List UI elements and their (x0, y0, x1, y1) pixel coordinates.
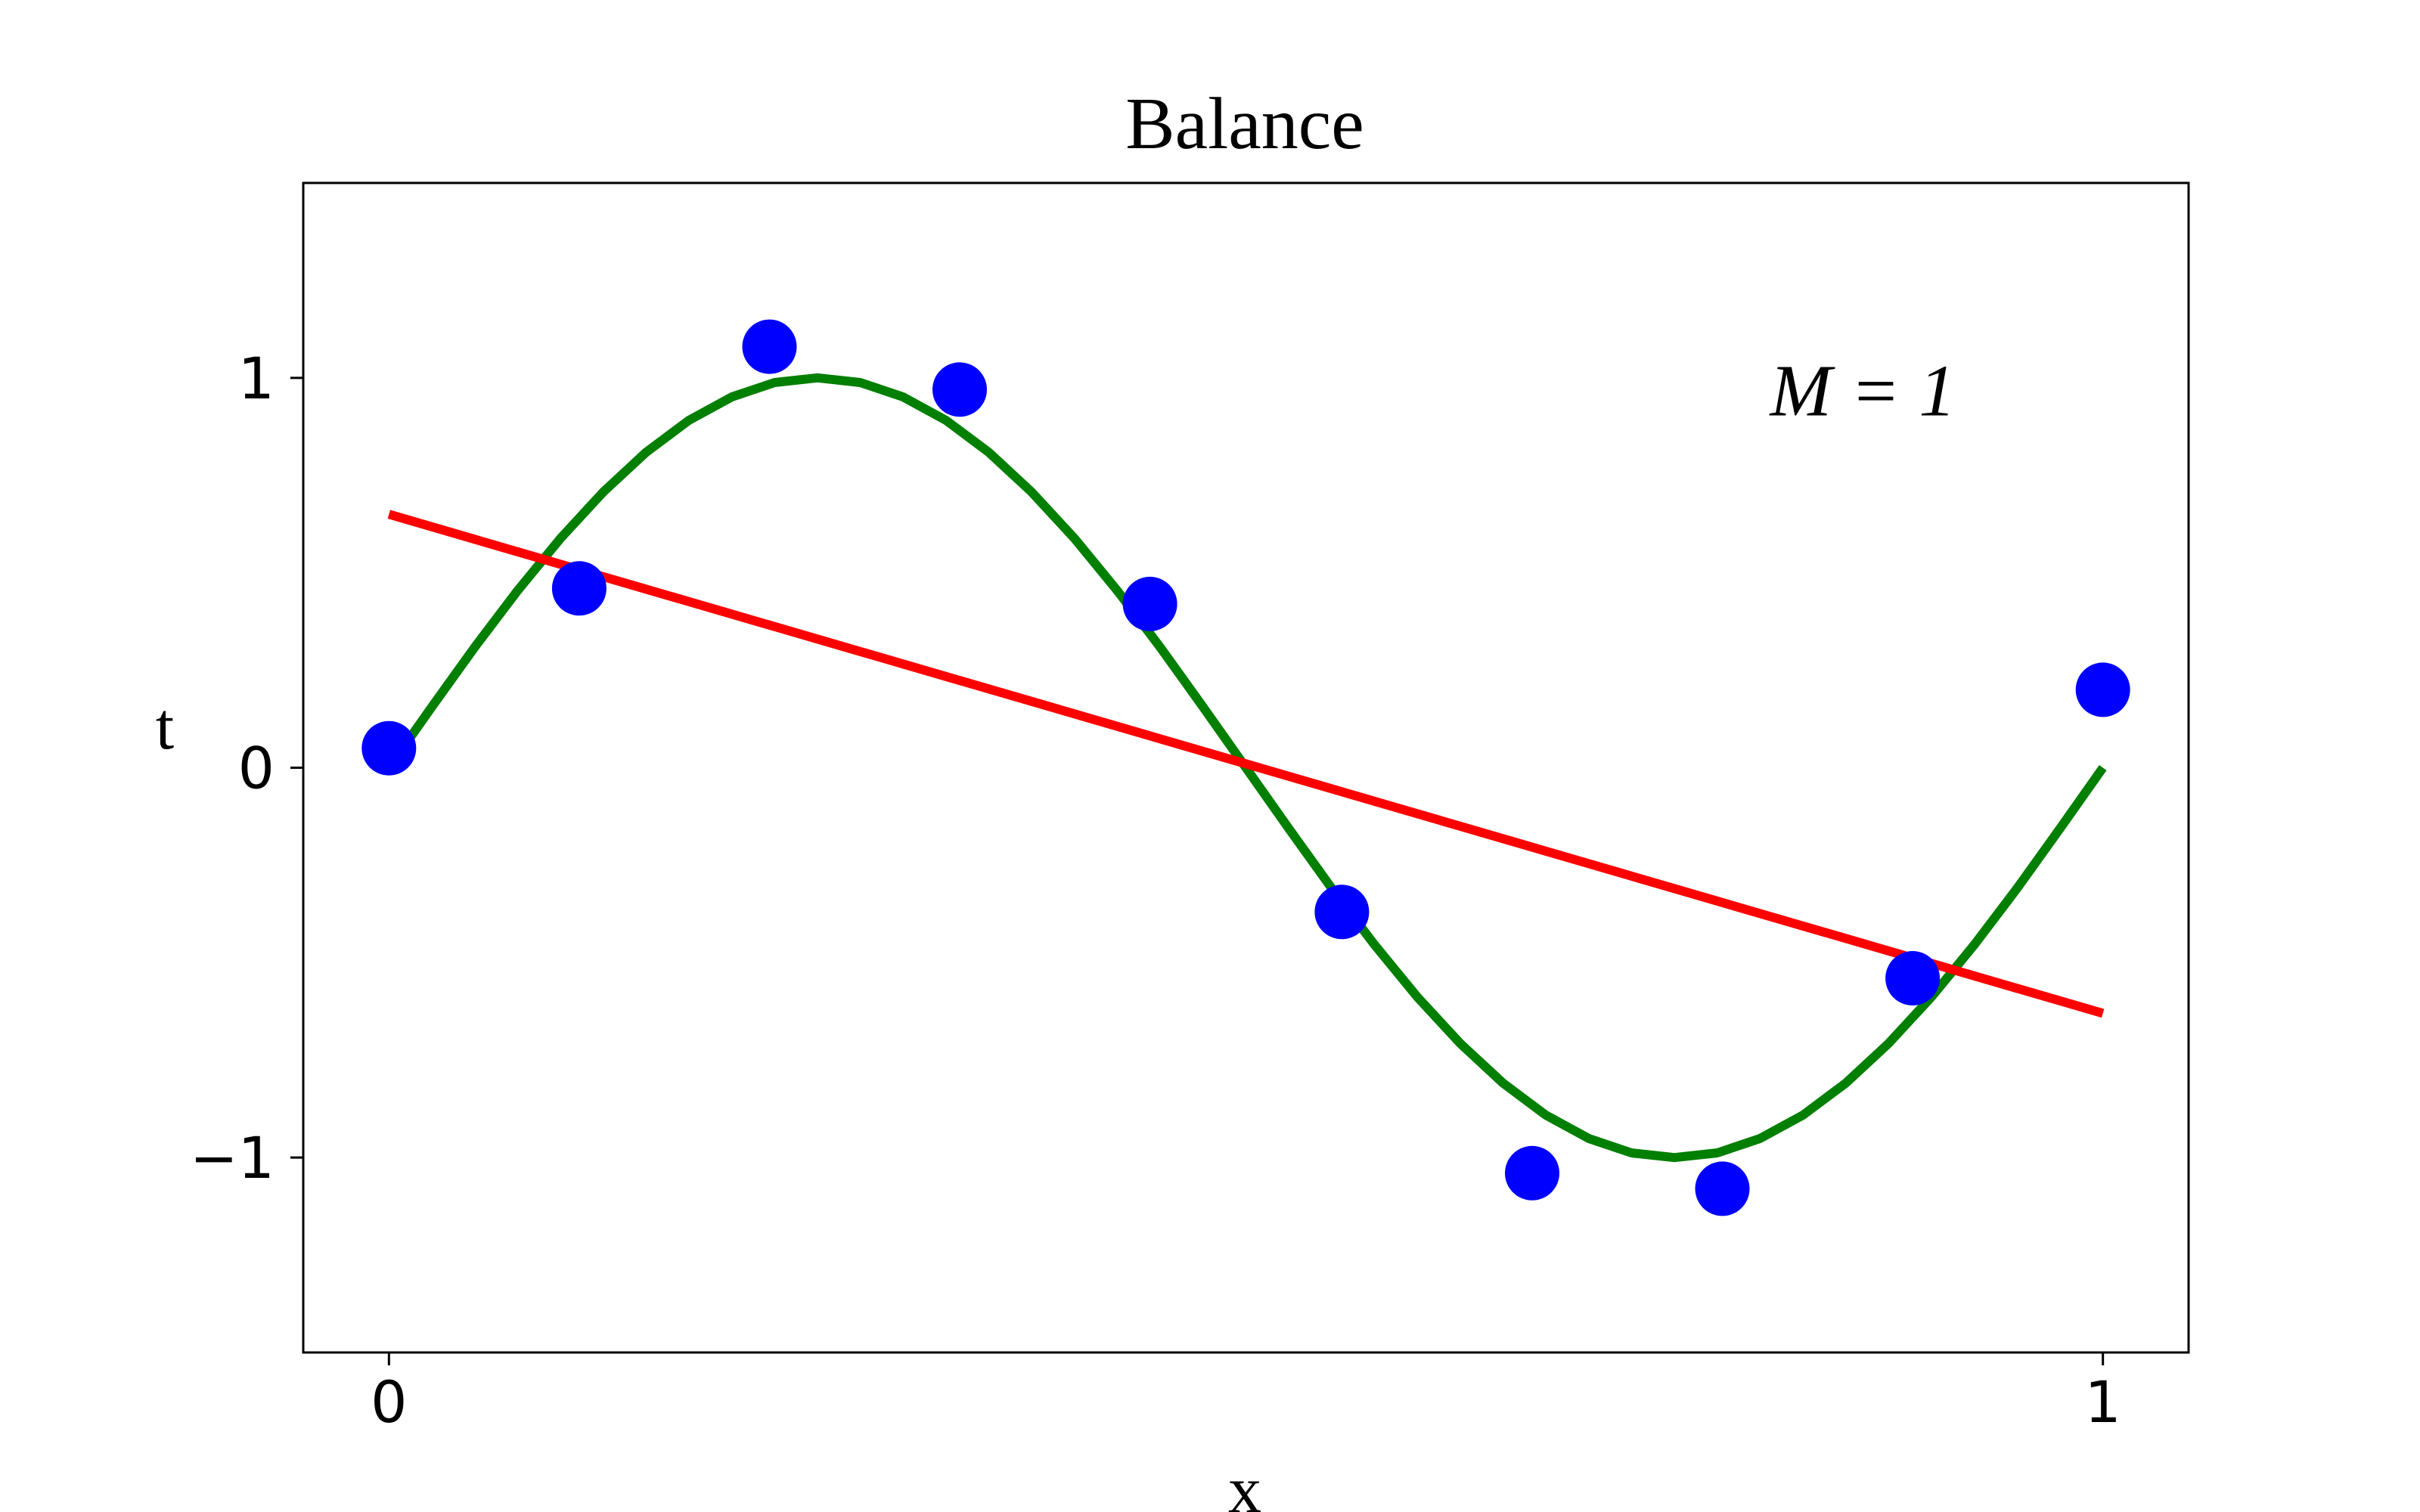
data-point-1 (551, 561, 607, 616)
annotation-m-equals-1: M = 1 (1769, 350, 1956, 432)
data-point-4 (1122, 576, 1177, 631)
y-axis-label: t (156, 690, 174, 764)
y-tick-label-2: 1 (238, 345, 275, 412)
data-point-6 (1505, 1145, 1559, 1201)
data-point-5 (1314, 885, 1370, 940)
series-layer (385, 373, 2107, 1163)
y-tick-label-1: 0 (238, 735, 275, 802)
data-point-7 (1695, 1161, 1750, 1216)
chart-title: Balance (1125, 83, 1364, 165)
data-point-8 (1885, 951, 1941, 1005)
y-tick-label-0: −1 (190, 1124, 275, 1191)
data-point-9 (2075, 662, 2130, 717)
y-ticks: −1 0 1 (190, 345, 303, 1191)
x-tick-label-1: 1 (2085, 1368, 2121, 1436)
points-layer (361, 319, 2130, 1216)
data-point-3 (932, 362, 987, 417)
x-axis-label: x (1228, 1454, 1261, 1512)
series-line-fit (387, 510, 2105, 1018)
x-tick-label-0: 0 (371, 1368, 407, 1436)
data-point-2 (742, 319, 797, 374)
data-point-0 (361, 720, 417, 776)
